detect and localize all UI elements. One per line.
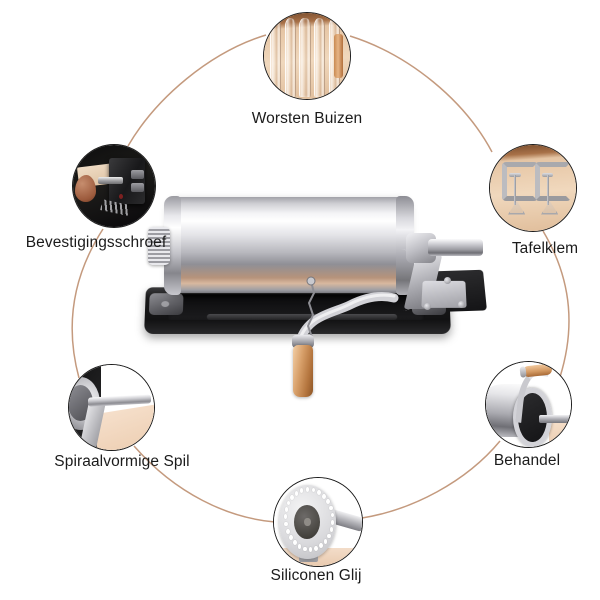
arc-top-right	[349, 35, 493, 153]
tube	[313, 18, 326, 98]
product-image-sausage-stuffer	[128, 183, 487, 398]
product-cylinder	[168, 197, 410, 293]
product-spout	[428, 239, 483, 256]
arc-top-left	[127, 34, 267, 147]
product-adjust-knob	[148, 227, 170, 265]
product-foot-left	[148, 293, 184, 315]
crank-arm-highlight	[298, 293, 396, 341]
product-cylinder-cap-left	[164, 196, 181, 295]
c-clamp	[502, 162, 538, 210]
shaft	[538, 414, 571, 424]
feature-label-siliconen-glij: Siliconen Glij	[270, 567, 362, 584]
gasket-disc-group	[279, 485, 336, 559]
arc-bottom-right	[361, 440, 501, 519]
product-handle-ferrule	[292, 335, 314, 348]
screw-shaft	[98, 176, 123, 184]
product-cylinder-cap-right	[396, 196, 414, 295]
feature-label-tafelklem: Tafelklem	[511, 240, 579, 257]
spiral-spindle-icon[interactable]	[68, 364, 155, 451]
product-bolt	[424, 303, 431, 310]
silicone-gasket-icon[interactable]	[273, 477, 363, 567]
tube	[299, 18, 311, 98]
feature-label-behandel: Behandel	[493, 452, 561, 469]
feature-label-bevestigingsschroef: Bevestigingsschroef	[25, 234, 167, 251]
product-wooden-handle	[293, 345, 313, 397]
c-clamp	[534, 162, 571, 210]
tube-cap	[333, 33, 344, 79]
feature-label-worsten-buizen: Worsten Buizen	[251, 110, 363, 127]
fixing-screw-icon[interactable]	[72, 144, 156, 228]
thumb	[74, 174, 96, 202]
table-clamp-icon[interactable]	[489, 144, 577, 232]
clamp-slot	[131, 169, 144, 179]
red-marker	[118, 194, 123, 200]
chain-anchor	[306, 276, 316, 286]
arc-left	[71, 228, 104, 379]
product-bolt	[458, 301, 465, 308]
tube	[270, 18, 282, 98]
crank-handle-icon[interactable]	[485, 361, 572, 448]
wood-surface	[548, 419, 571, 442]
tube	[284, 18, 297, 98]
crank-chain	[306, 280, 316, 338]
clamp-slot	[131, 182, 144, 192]
product-foot-dot	[161, 301, 170, 308]
feature-label-spiraalvormige-spil: Spiraalvormige Spil	[54, 453, 190, 470]
product-bolt	[444, 277, 451, 284]
product-crank-assembly	[295, 276, 399, 346]
gasket-hub	[294, 504, 321, 539]
sausage-tubes-icon[interactable]	[263, 12, 351, 100]
